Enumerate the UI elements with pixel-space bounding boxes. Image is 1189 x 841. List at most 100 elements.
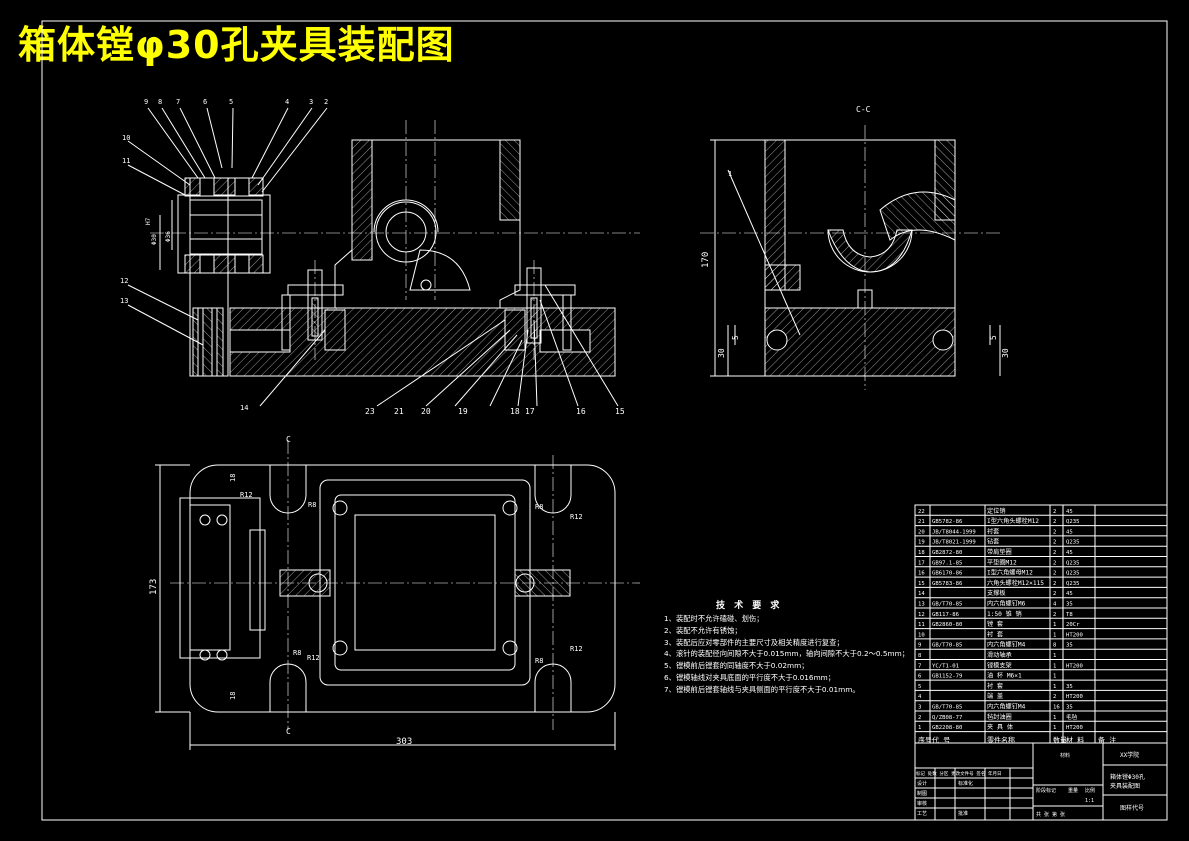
parts-cell-code: Q/ZB08-77 [932, 715, 962, 721]
parts-cell-no: 16 [918, 571, 925, 577]
parts-cell-no: 19 [918, 540, 925, 546]
parts-cell-code: YC/T1-01 [932, 663, 959, 669]
parts-cell-no: 18 [918, 550, 925, 556]
parts-cell-mat: Q235 [1066, 571, 1079, 577]
section-label: C-C [856, 105, 871, 114]
cut-mark-top: C [286, 435, 291, 444]
callout-2: 2 [324, 98, 328, 106]
parts-cell-no: 15 [918, 581, 925, 587]
parts-cell-mat: HT200 [1066, 632, 1083, 638]
parts-cell-no: 13 [918, 602, 925, 608]
parts-cell-no: 1 [918, 725, 921, 731]
parts-cell-code: GB117-86 [932, 612, 959, 618]
title-draw: 制图 [917, 790, 927, 797]
drawing-title: 箱体镗φ30孔夹具装配图 [18, 23, 455, 67]
parts-cell-name: 衬套 [987, 527, 999, 535]
parts-cell-code: GB97.1-85 [932, 560, 962, 566]
parts-cell-name: 内六角螺钉M4 [987, 641, 1026, 649]
parts-cell-mat: 45 [1066, 529, 1073, 535]
parts-header-mat: 材 料 [1066, 736, 1084, 745]
parts-cell-code: GB/T70-85 [932, 643, 962, 649]
section-callout-1: 1 [728, 170, 732, 178]
parts-cell-no: 17 [918, 560, 925, 566]
parts-cell-name: 油 杯 M6×1 [987, 672, 1022, 680]
parts-cell-no: 20 [918, 529, 925, 535]
dim-303: 303 [396, 737, 412, 747]
parts-cell-no: 14 [918, 591, 925, 597]
callout-9: 9 [144, 98, 148, 106]
parts-cell-qty: 2 [1053, 540, 1056, 546]
title-ratio: 比例 [1085, 787, 1095, 794]
parts-header-qty: 数量 [1053, 736, 1067, 745]
callout-19: 19 [458, 407, 468, 416]
parts-cell-mat: 35 [1066, 602, 1073, 608]
dim-r8-tl: R8 [308, 501, 316, 509]
dim-r12-tr: R12 [570, 513, 583, 521]
parts-cell-code: GB/T70-85 [932, 602, 962, 608]
parts-cell-name: 毡封油圈 [987, 713, 1012, 721]
parts-cell-name: 衬 套 [987, 682, 1003, 690]
callout-12: 12 [120, 277, 128, 285]
title-material: 材料 [1060, 752, 1070, 759]
callout-7: 7 [176, 98, 180, 106]
title-review: 审核 [917, 800, 927, 807]
callout-13: 13 [120, 297, 128, 305]
parts-cell-code: GB2860-80 [932, 622, 962, 628]
tech-req-item: 1、装配时不允许磕碰、划伤； [664, 614, 764, 623]
parts-cell-qty: 4 [1053, 602, 1057, 608]
dim-18-bottom: 18 [229, 692, 237, 700]
parts-cell-qty: 2 [1053, 560, 1056, 566]
parts-cell-name: 滑动轴承 [987, 651, 1012, 659]
parts-cell-qty: 16 [1053, 705, 1060, 711]
parts-cell-mat: 45 [1066, 591, 1073, 597]
title-sheet: 共 张 第 张 [1036, 811, 1065, 818]
parts-cell-name: 1:50 锥 销 [987, 610, 1022, 618]
callout-5: 5 [229, 98, 233, 106]
parts-header-note: 备 注 [1098, 736, 1116, 745]
section-view: C-C 1 170 30 5 30 5 [700, 105, 1010, 390]
parts-cell-name: 平垫圈M12 [987, 558, 1017, 566]
dim-18-top: 18 [229, 474, 237, 482]
title-scale: 1:1 [1085, 798, 1094, 804]
parts-cell-mat: 35 [1066, 705, 1073, 711]
parts-cell-mat: Q235 [1066, 581, 1079, 587]
cut-mark-bottom: C [286, 727, 291, 736]
callout-4: 4 [285, 98, 289, 106]
parts-cell-name: 内六角螺钉M6 [987, 600, 1026, 608]
title-school: XX学院 [1120, 751, 1139, 759]
title-stage: 阶段标记 [1036, 787, 1056, 794]
parts-cell-qty: 2 [1053, 581, 1056, 587]
parts-cell-no: 10 [918, 632, 925, 638]
parts-header-name: 零件名称 [987, 736, 1015, 745]
callout-21: 21 [394, 407, 404, 416]
dim-r12-tl: R12 [240, 491, 253, 499]
tech-req-item: 3、装配后应对零部件的主要尺寸及相关精度进行复查； [664, 637, 844, 647]
parts-cell-no: 2 [918, 715, 921, 721]
tech-req-item: 6、镗模轴线对夹具底面的平行度不大于0.016mm； [664, 672, 836, 682]
front-view [150, 120, 640, 377]
dim-30-left: 30 [717, 348, 726, 358]
callout-11: 11 [122, 157, 130, 165]
parts-cell-mat: T8 [1066, 612, 1073, 618]
parts-cell-name: 支撑板 [987, 589, 1006, 597]
parts-cell-name: 六角头螺栓M12×115 [987, 579, 1044, 587]
parts-cell-name: 镗 套 [987, 620, 1003, 628]
parts-cell-mat: Q235 [1066, 540, 1079, 546]
parts-cell-no: 22 [918, 509, 925, 515]
parts-cell-qty: 2 [1053, 550, 1056, 556]
parts-cell-no: 6 [918, 674, 921, 680]
dim-d36: Φ36 [165, 231, 172, 242]
parts-cell-code: GB/T70-85 [932, 705, 962, 711]
parts-cell-name: 带肩垫圈 [987, 548, 1012, 556]
dim-5-left: 5 [731, 335, 740, 340]
parts-cell-no: 7 [918, 663, 921, 669]
dim-r12-br: R12 [570, 645, 583, 653]
parts-cell-name: 衬 套 [987, 630, 1003, 638]
parts-cell-code: GB5783-86 [932, 581, 962, 587]
parts-cell-mat: HT200 [1066, 694, 1083, 700]
parts-cell-mat: 20Cr [1066, 622, 1080, 628]
parts-cell-qty: 1 [1053, 632, 1056, 638]
callout-8: 8 [158, 98, 162, 106]
